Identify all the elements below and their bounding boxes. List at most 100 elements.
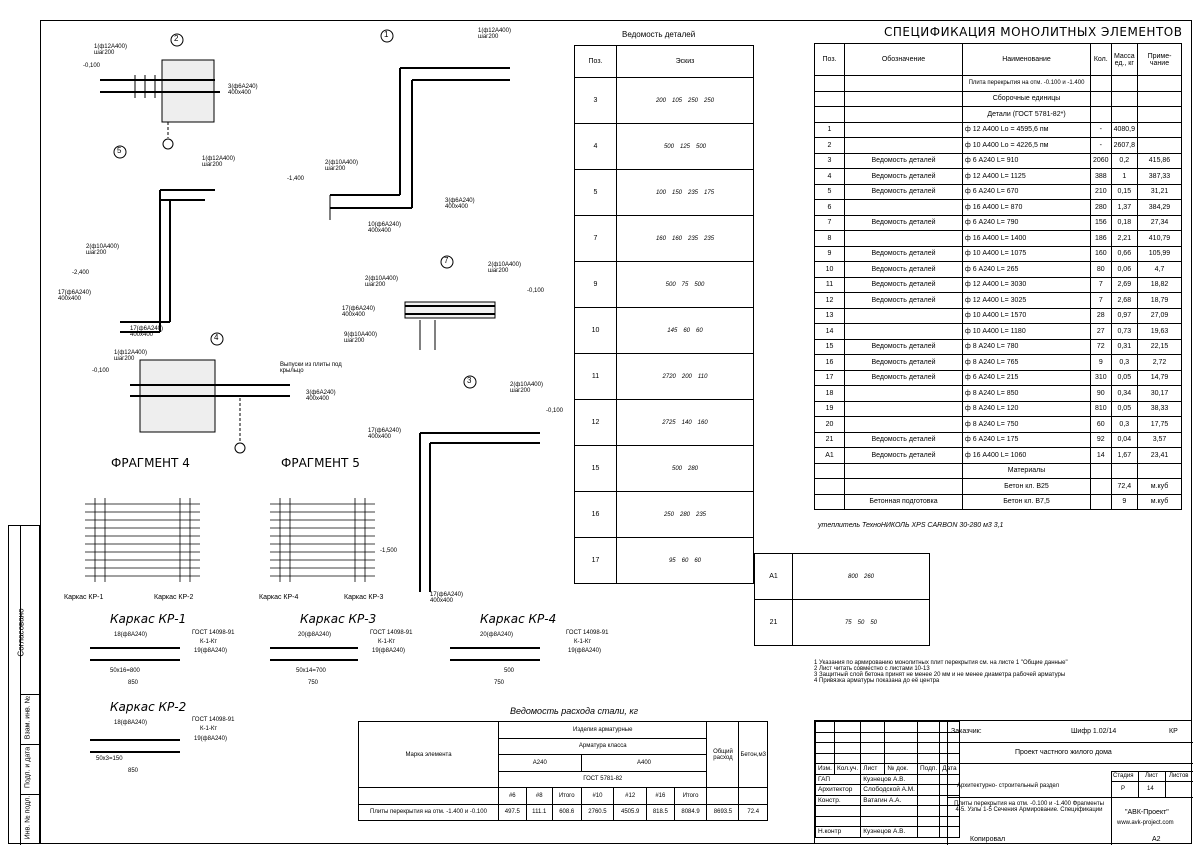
spec-cell-des: Ведомость деталей [844, 369, 963, 386]
steel-val: 2760.5 [580, 803, 615, 821]
spec-cell-name: ф 6 А240 L= 215 [962, 369, 1091, 386]
stamp-code: Шифр 1.02/14 [1071, 728, 1117, 735]
spec-cell-note: 4,7 [1137, 261, 1182, 278]
spec-cell-pos: 14 [814, 323, 845, 340]
spec-cell-name: ф 8 А240 L= 750 [962, 416, 1091, 433]
steel-val: 818.5 [646, 803, 675, 821]
spec-cell-qty: 280 [1090, 199, 1112, 216]
spec-cell-des [844, 137, 963, 154]
detail-dim: 150 [671, 190, 682, 196]
label-a12-n4: 1(ф12А400) шаг200 [114, 350, 147, 362]
spec-mat-mass: 9 [1110, 493, 1139, 510]
spec-cell-name: ф 8 А240 L= 780 [962, 338, 1091, 355]
detail-dim: 235 [688, 190, 699, 196]
spec-group2: Сборочные единицы [962, 90, 1091, 107]
spec-mat-note: м.куб [1137, 493, 1182, 510]
detail-dim: 110 [697, 374, 708, 380]
label-a10-n7: 2(ф10А400) шаг200 [365, 276, 398, 288]
detail-dim: 125 [679, 144, 690, 150]
stamp-sheet-title: Плиты перекрытия на отм. -0.100 и -1.400… [954, 801, 1104, 813]
spec-cell-pos: 6 [814, 199, 845, 216]
note-item: 3 Защитный слой бетона принят не менее 2… [814, 672, 1066, 678]
kr1-right: 19(ф8А240) [194, 648, 227, 654]
spec-cell-des [844, 416, 963, 433]
spec-cell-name: ф 12 А400 Lо = 4595,6 пм [962, 121, 1091, 138]
steel-table: Марка элемента Изделия арматурные Общий … [358, 721, 768, 821]
spec-cell-mass: 0,18 [1110, 214, 1139, 231]
spec-cell-mass: 0,66 [1110, 245, 1139, 262]
spec-cell-pos: 17 [814, 369, 845, 386]
spec-cell-mass: 0,3 [1110, 354, 1139, 371]
spec-cell-pos: А1 [814, 447, 845, 464]
spec-cell-name: ф 6 А240 L= 175 [962, 431, 1091, 448]
spec-cell-name: ф 12 А400 L= 3025 [962, 292, 1091, 309]
detail-dim: 160 [655, 236, 666, 242]
node-3-label: 3 [467, 376, 472, 385]
sidebar-agreed: Согласовано [16, 608, 26, 657]
spec-cell-name: ф 8 А240 L= 850 [962, 385, 1091, 402]
kr3-gost: ГОСТ 14098-91 [370, 630, 413, 636]
spec-cell-des [844, 400, 963, 417]
stamp-person-row [814, 805, 960, 817]
kr3-top: 20(ф8А240) [298, 632, 331, 638]
kr4-k1: К-1-Кт [574, 639, 592, 645]
steel-sub: Итого [551, 787, 582, 805]
spec-cell-note: 22,15 [1137, 338, 1182, 355]
spec-cell-qty: 210 [1090, 183, 1112, 200]
spec-cell-pos: 12 [814, 292, 845, 309]
spec-cell-note: 18,79 [1137, 292, 1182, 309]
spec-cell-qty: 160 [1090, 245, 1112, 262]
spec-cell-mass: 0,05 [1110, 369, 1139, 386]
spec-cell-note: 23,41 [1137, 447, 1182, 464]
node-7-label: 7 [444, 256, 449, 265]
spec-cell-mass: 1,37 [1110, 199, 1139, 216]
spec-mat-name: Бетон кл. В7,5 [962, 493, 1091, 510]
detail-dim: 280 [688, 466, 699, 472]
spec-cell-des [844, 199, 963, 216]
steel-a400: А400 [580, 754, 708, 772]
label-lvl1400: -1,400 [287, 176, 305, 182]
spec-cell-qty: 310 [1090, 369, 1112, 386]
spec-cell-des [844, 230, 963, 247]
spec-cell-note: 14,79 [1137, 369, 1182, 386]
label-a6-n5b: 17(ф6А240) 400х400 [130, 326, 163, 338]
detail-dim: 60 [694, 558, 702, 564]
spec-cell-pos: 3 [814, 152, 845, 169]
spec-cell-name: ф 16 А400 L= 1400 [962, 230, 1091, 247]
stamp-sheet: 14 [1147, 786, 1154, 792]
detail-dim: 50 [870, 620, 878, 626]
steel-sub: #6 [498, 787, 527, 805]
sidebar-inv: Инв. № подл. [24, 795, 32, 840]
kr4-right: 19(ф8А240) [568, 648, 601, 654]
spec-cell-note: 387,33 [1137, 168, 1182, 185]
detail-dim: 160 [697, 420, 708, 426]
stamp-person-name: Кузнецов А.В. [860, 826, 918, 838]
spec-cell-qty: 156 [1090, 214, 1112, 231]
spec-col-name: Наименование [962, 43, 1091, 76]
detail-dim: 200 [655, 98, 666, 104]
steel-row-label: Плиты перекрытия на отм. -1.400 и -0.100 [358, 803, 499, 821]
stamp-format: А2 [1152, 836, 1161, 843]
stamp-company: "АВК-Проект" [1125, 809, 1169, 816]
spec-cell-des [844, 323, 963, 340]
spec-group1: Плита перекрытия на отм. -0.100 и -1.400 [962, 75, 1091, 92]
detail-pos: 9 [574, 261, 617, 308]
steel-class: Арматура класса [497, 737, 708, 755]
